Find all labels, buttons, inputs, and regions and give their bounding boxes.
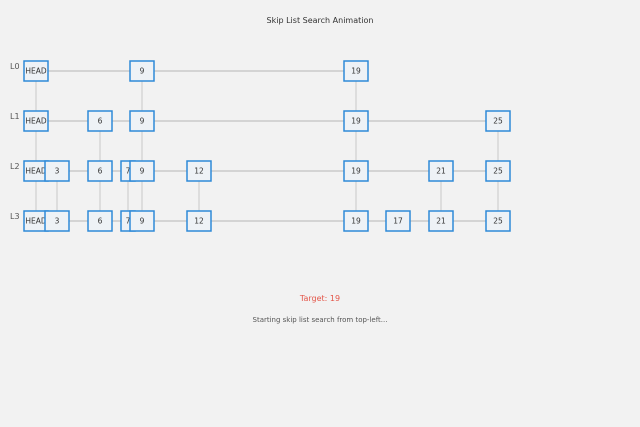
node-box — [428, 210, 454, 232]
node-box — [186, 210, 212, 232]
list-node: 9 — [129, 60, 155, 82]
node-value: 19 — [351, 167, 361, 176]
node-box — [87, 160, 113, 182]
node-box — [343, 60, 369, 82]
level-label: L2 — [10, 162, 20, 171]
list-node: 9 — [129, 160, 155, 182]
node-value: 3 — [55, 217, 60, 226]
node-box — [428, 160, 454, 182]
node-value: 9 — [140, 217, 145, 226]
node-value: HEAD — [25, 117, 47, 126]
node-box — [44, 160, 70, 182]
node-box — [385, 210, 411, 232]
node-value: 19 — [351, 117, 361, 126]
node-value: 3 — [55, 167, 60, 176]
list-node: 19 — [343, 110, 369, 132]
node-value: 7 — [126, 167, 131, 176]
level-label: L1 — [10, 112, 20, 121]
list-node: 21 — [428, 210, 454, 232]
head-node: HEAD — [23, 110, 49, 132]
list-node: 19 — [343, 160, 369, 182]
node-box — [129, 60, 155, 82]
vertical-links — [35, 81, 499, 211]
list-node: 25 — [485, 210, 511, 232]
node-value: 21 — [436, 167, 446, 176]
node-value: 12 — [194, 167, 204, 176]
node-value: HEAD — [25, 167, 47, 176]
list-node: 21 — [428, 160, 454, 182]
node-value: 9 — [140, 167, 145, 176]
page-title: Skip List Search Animation — [266, 16, 374, 25]
node-value: 7 — [126, 217, 131, 226]
node-value: 12 — [194, 217, 204, 226]
node-value: 6 — [98, 167, 103, 176]
head-node: HEAD — [23, 210, 49, 232]
list-node: 6 — [87, 160, 113, 182]
node-value: 9 — [140, 67, 145, 76]
list-node: 3 — [44, 210, 70, 232]
list-node: 6 — [87, 210, 113, 232]
node-value: 17 — [393, 217, 403, 226]
node-value: HEAD — [25, 67, 47, 76]
node-value: HEAD — [25, 217, 47, 226]
node-value: 25 — [493, 217, 503, 226]
list-node: 19 — [343, 60, 369, 82]
node-value: 19 — [351, 67, 361, 76]
list-node: 6 — [87, 110, 113, 132]
list-node: 3 — [44, 160, 70, 182]
node-value: 21 — [436, 217, 446, 226]
node-value: 19 — [351, 217, 361, 226]
node-value: 6 — [98, 217, 103, 226]
node-box — [44, 210, 70, 232]
node-box — [23, 110, 49, 132]
status-message: Starting skip list search from top-left.… — [252, 316, 388, 324]
node-box — [343, 160, 369, 182]
node-box — [129, 160, 155, 182]
node-box — [186, 160, 212, 182]
list-node: 17 — [385, 210, 411, 232]
list-node: 19 — [343, 210, 369, 232]
node-box — [485, 210, 511, 232]
node-box — [343, 210, 369, 232]
list-node: 25 — [485, 160, 511, 182]
level-label: L0 — [10, 62, 20, 71]
node-box — [23, 60, 49, 82]
list-node: 12 — [186, 210, 212, 232]
node-box — [129, 210, 155, 232]
node-box — [485, 160, 511, 182]
node-box — [87, 110, 113, 132]
list-node: 9 — [129, 210, 155, 232]
node-box — [129, 110, 155, 132]
node-value: 25 — [493, 117, 503, 126]
list-node: 25 — [485, 110, 511, 132]
node-box — [343, 110, 369, 132]
target-label: Target: 19 — [299, 294, 341, 303]
node-value: 6 — [98, 117, 103, 126]
list-node: 9 — [129, 110, 155, 132]
head-node: HEAD — [23, 60, 49, 82]
node-value: 9 — [140, 117, 145, 126]
node-box — [485, 110, 511, 132]
node-box — [87, 210, 113, 232]
node-value: 25 — [493, 167, 503, 176]
list-node: 12 — [186, 160, 212, 182]
level-label: L3 — [10, 212, 20, 221]
